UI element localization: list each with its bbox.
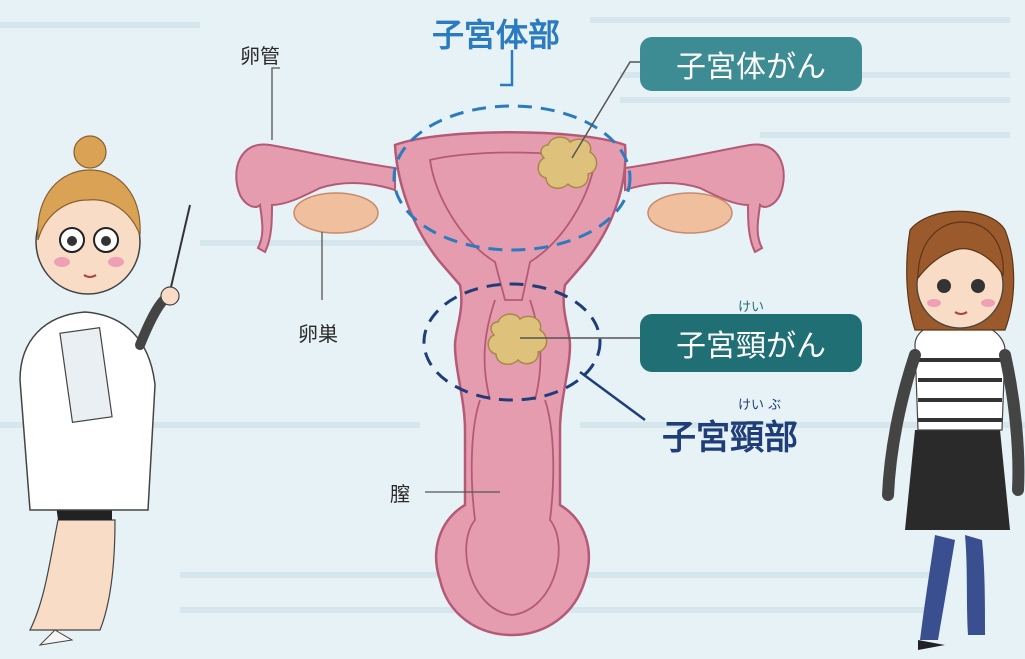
uterine-body-cancer-callout: 子宮体がん [640,37,862,91]
cervical-cancer-callout: 子宮頸がん [640,314,862,372]
cervix-label: 子宮頸部 [662,410,798,459]
cervical-tumor [488,314,546,364]
girl-illustration [888,211,1018,650]
teacher-illustration [20,136,190,645]
uterine-body-label: 子宮体部 [432,10,560,56]
fallopian-tube-label: 卵管 [240,40,280,69]
ovary-label: 卵巣 [298,318,338,347]
cervical-cancer-ruby: けい [738,296,764,315]
right-ovary [648,193,732,233]
uterus-outline [395,132,625,635]
vagina-label: 膣 [390,478,410,507]
uterine-body-tumor [538,137,596,188]
left-ovary [294,193,378,233]
